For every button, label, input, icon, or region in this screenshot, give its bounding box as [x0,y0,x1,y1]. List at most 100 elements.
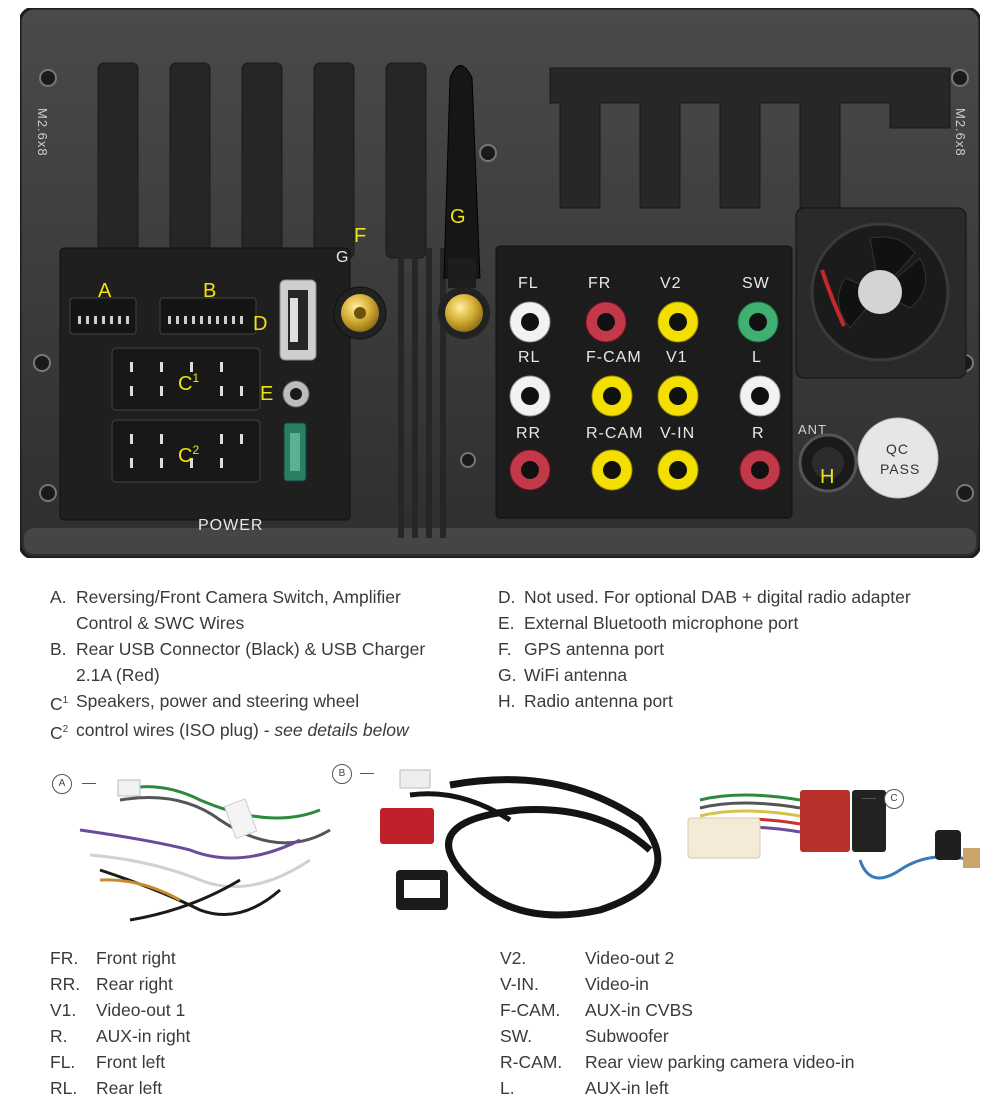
abbreviation-key: V2. [500,948,527,968]
rca-label-r: R [752,425,765,442]
label-h: H [820,466,834,488]
iso-connector-black [852,790,886,852]
abbreviation-text: Front right [96,948,176,968]
legend-row: Control & SWC Wires [50,610,480,636]
abbreviation-key: FR. [50,948,79,968]
abbreviation-row: SW. Subwoofer [500,1023,980,1049]
rca-row-3 [509,449,781,491]
label-b: B [203,280,216,302]
rca-panel [495,245,793,519]
meander-heatsink [549,67,951,209]
legend-text: Radio antenna port [524,691,673,711]
cable-tag-c: C [884,789,904,809]
abbreviation-key: V-IN. [500,974,539,994]
legend-text: Control & SWC Wires [76,613,245,633]
chassis-bevel [24,528,976,554]
abbreviation-text: Subwoofer [585,1026,669,1046]
head-unit-rear-panel: M2.6x8 M2.6x8 A B D C1 [20,8,980,558]
abbreviation-key: F-CAM. [500,1000,561,1020]
legend-row: D.Not used. For optional DAB + digital r… [498,584,978,610]
abbreviation-row: R.AUX-in right [50,1023,470,1049]
legend-key [50,662,76,688]
legend-left: A.Reversing/Front Camera Switch, Amplifi… [50,584,480,746]
abbreviation-row: R-CAM. Rear view parking camera video-in [500,1049,980,1075]
usb-cable-b [409,776,662,919]
legend-text: Rear USB Connector (Black) & USB Charger [76,639,426,659]
abbreviation-key: SW. [500,1026,533,1046]
center-ribs [398,248,446,538]
abbreviation-key: R-CAM. [500,1052,563,1072]
legend-row: E.External Bluetooth microphone port [498,610,978,636]
legend-row: B. Rear USB Connector (Black) & USB Charg… [50,636,480,662]
rca-label-fr: FR [588,275,611,292]
legend-key-sup: 1 [62,695,69,706]
abbreviation-row: F-CAM. AUX-in CVBS [500,997,980,1023]
legend-key: E. [498,613,515,633]
legend-key: G. [498,665,517,685]
abbreviation-text: AUX-in right [96,1026,191,1046]
legend-key: F. [498,639,512,659]
legend-key: D. [498,587,516,607]
rca-row-1 [509,301,779,343]
label-f: F [354,225,366,247]
abbreviation-row: FL. Front left [50,1049,470,1075]
legend-key: B. [50,639,67,659]
abbreviation-text: Rear right [96,974,173,994]
legend-key-sup: 2 [62,723,69,735]
qc-pass-sticker [857,417,939,499]
label-c1: C1 [178,371,199,395]
legend-text: control wires (ISO plug) - see details b… [76,719,409,740]
rca-row-2 [509,375,781,417]
abbreviation-text: Video-out 1 [96,1000,186,1020]
abbreviation-key: V1. [50,1000,77,1020]
abbreviation-key: RR. [50,974,81,994]
abbreviation-key: RL. [50,1078,78,1098]
harness-a [79,785,331,922]
legend-text: 2.1A (Red) [76,665,160,685]
label-a: A [98,280,112,302]
abbreviation-row: RL.Rear left [50,1075,470,1101]
legend-row: 2.1A (Red) [50,662,480,688]
rca-label-sw: SW [742,275,770,292]
abbreviation-key: FL. [50,1052,76,1072]
legend-text: GPS antenna port [524,639,665,659]
qc-line1: QC [886,441,909,457]
heat-slots [97,62,427,259]
legend-key [50,610,76,636]
cable-tag-a: A [52,774,72,794]
rca-label-v1: V1 [666,349,688,366]
legend-row: F. GPS antenna port [498,636,978,662]
screw-marking-right: M2.6x8 [953,108,968,157]
legend-right: D.Not used. For optional DAB + digital r… [498,584,978,714]
abbreviation-text: Rear view parking camera video-in [585,1052,855,1072]
label-d: D [253,313,267,335]
label-g-small: G [336,249,349,266]
rca-label-rl: RL [518,349,540,366]
ant-label: ANT [798,422,827,437]
abbreviation-row: FR. Front right [50,945,470,971]
rca-label-rr: RR [516,425,541,442]
legend-italic: see details below [274,719,409,740]
legend-row: G.WiFi antenna [498,662,978,688]
abbreviation-row: L.AUX-in left [500,1075,980,1101]
qc-line2: PASS [880,461,920,477]
abbreviation-text: Front left [96,1052,166,1072]
legend-key: C2 [50,722,69,743]
rca-label-fcam: F-CAM [586,349,642,366]
legend-row: A.Reversing/Front Camera Switch, Amplifi… [50,584,480,610]
legend-row: C2 control wires (ISO plug) - see details… [50,717,480,746]
rca-label-fl: FL [518,275,539,292]
abbreviation-text: Video-in [585,974,649,994]
cable-tag-a-line [82,783,96,784]
label-g: G [450,206,466,228]
rca-label-l: L [752,349,762,366]
legend-key: C1 [50,693,69,714]
legend-key: H. [498,691,516,711]
rca-label-rcam: R-CAM [586,425,643,442]
power-label: POWER [198,517,263,534]
abbreviation-row: V2.Video-out 2 [500,945,980,971]
abbreviation-text: AUX-in CVBS [585,1000,693,1020]
cable-tag-c-line [862,798,876,799]
